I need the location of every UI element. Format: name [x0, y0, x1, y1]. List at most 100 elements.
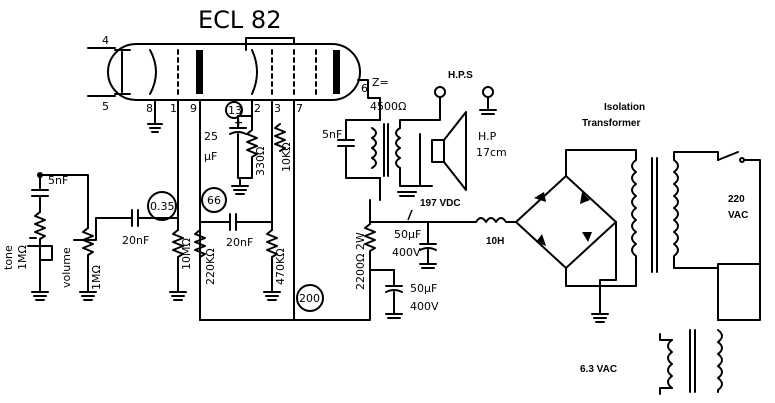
rectifier-negative	[599, 221, 617, 315]
filter-capacitor-1	[419, 221, 437, 269]
plate-resistor	[194, 229, 206, 258]
voltage-200-label: 200	[299, 292, 320, 305]
volume-wiper-wire	[73, 217, 133, 241]
speaker-jack-hps[interactable]	[434, 86, 446, 98]
interstage-coupling-cap	[199, 213, 273, 231]
voltage-marker-035	[147, 191, 177, 221]
cathode-cap-label: 25	[204, 130, 218, 143]
iso-core	[651, 157, 658, 273]
speaker-jack-2[interactable]	[482, 86, 494, 98]
pin-6-label: 6	[361, 82, 368, 95]
dropping-resistor	[364, 199, 376, 293]
pin-1-label: 1	[170, 102, 177, 115]
hps-label: H.P.S	[448, 70, 473, 81]
screen-resistor-label: 10KΩ	[280, 142, 293, 172]
filter-cap1-label: 50μF	[394, 228, 421, 241]
pin-5-label: 5	[102, 100, 109, 113]
filter-capacitor-2	[385, 269, 403, 319]
voltage-13-label: 13	[228, 104, 242, 117]
ground-pin8	[147, 123, 163, 133]
ot-secondary-bottom-wire	[399, 167, 421, 187]
filter-cap2-label: 50μF	[410, 282, 437, 295]
pin-2-label: 2	[254, 102, 261, 115]
ground-rectifier	[591, 313, 609, 323]
tone-cap-label: 5nF	[48, 174, 68, 187]
pin-3-label: 3	[274, 102, 281, 115]
pentode-grid-resistor-label: 470KΩ	[274, 248, 287, 285]
volume-label: volume	[60, 247, 73, 288]
vac63-label: 6.3 VAC	[580, 364, 617, 375]
voltage-marker-200	[296, 284, 324, 312]
cathode-wire	[237, 115, 253, 129]
pin-7-label: 7	[296, 102, 303, 115]
cathode-resistor	[246, 115, 258, 179]
speaker-cone	[443, 111, 467, 191]
tone-wiper	[27, 237, 53, 261]
ot-secondary-top-wire	[399, 97, 441, 129]
ot-secondary-winding	[395, 127, 401, 169]
voltage-66-label: 66	[207, 194, 221, 207]
tone-top-wire	[39, 174, 89, 229]
volume-r-label: 1MΩ	[90, 265, 103, 290]
heater-xfmr-leads	[659, 333, 673, 395]
voltage-035-label: 0.35	[150, 200, 175, 213]
power-switch[interactable]	[717, 151, 739, 161]
ot-primary-winding	[371, 127, 377, 169]
feedback-cap-label: 5nF	[322, 128, 342, 141]
cathode-resistor-label: 330Ω	[254, 147, 267, 176]
tone-label: tone	[2, 245, 15, 270]
pin-8-label: 8	[146, 102, 153, 115]
hp-size-label: 17cm	[476, 146, 507, 159]
heater-xfmr-mains	[717, 263, 761, 321]
pin-6-wire	[357, 79, 381, 121]
cathode-cap-unit: μF	[204, 150, 217, 163]
plate-resistor-label: 220KΩ	[204, 248, 217, 285]
pin-9-label: 9	[190, 102, 197, 115]
filter-cap1-voltage: 400V	[392, 246, 421, 259]
pentode-plate	[333, 50, 340, 94]
pentode-cathode	[251, 49, 258, 95]
iso-primary-winding	[673, 159, 679, 269]
grid-resistor-label: 10MΩ	[180, 238, 193, 270]
cap-plus: +	[234, 116, 243, 129]
input-cap-label: 20nF	[122, 234, 149, 247]
ground-grid	[169, 291, 187, 301]
iso-secondary-winding	[631, 159, 637, 269]
tube-envelope	[107, 43, 361, 101]
heater-xfmr-secondary	[667, 339, 673, 389]
speaker-magnet	[431, 139, 445, 163]
dropping-resistor-label: 2200Ω 2W	[354, 232, 367, 290]
ground-speaker	[397, 191, 417, 197]
vdc-arrow	[407, 209, 413, 221]
choke-inductor	[475, 217, 517, 223]
volume-potentiometer	[82, 227, 94, 293]
speaker-wire	[419, 133, 433, 187]
pentode-grid-resistor	[266, 229, 278, 293]
ot-core	[383, 123, 389, 177]
heater-xfmr-core	[689, 329, 696, 393]
triode-plate	[196, 50, 203, 94]
impedance-value: 4500Ω	[370, 100, 406, 113]
tone-r-label: 1MΩ	[16, 245, 29, 270]
iso-primary-top-wire	[673, 151, 719, 161]
hp-label: H.P	[478, 130, 497, 143]
ground-jack	[479, 96, 497, 115]
ground-volume	[79, 291, 97, 301]
bridge-rectifier	[515, 175, 617, 269]
voltage-marker-13	[225, 101, 243, 119]
choke-label: 10H	[486, 236, 504, 247]
tube-name: ECL 82	[198, 6, 281, 34]
filter-cap2-voltage: 400V	[410, 300, 439, 313]
transformer-label: Transformer	[582, 118, 640, 129]
heater-leads	[114, 49, 131, 95]
pin-7-wire	[245, 37, 295, 111]
interstage-cap-label: 20nF	[226, 236, 253, 249]
screen-resistor	[274, 123, 286, 152]
vdc-label: 197 VDC	[420, 198, 461, 209]
ground-cathode	[231, 177, 249, 195]
cathode-cap-lead	[237, 133, 253, 179]
ground-pentode-grid	[263, 291, 281, 301]
cathode-bypass-cap	[229, 127, 247, 135]
